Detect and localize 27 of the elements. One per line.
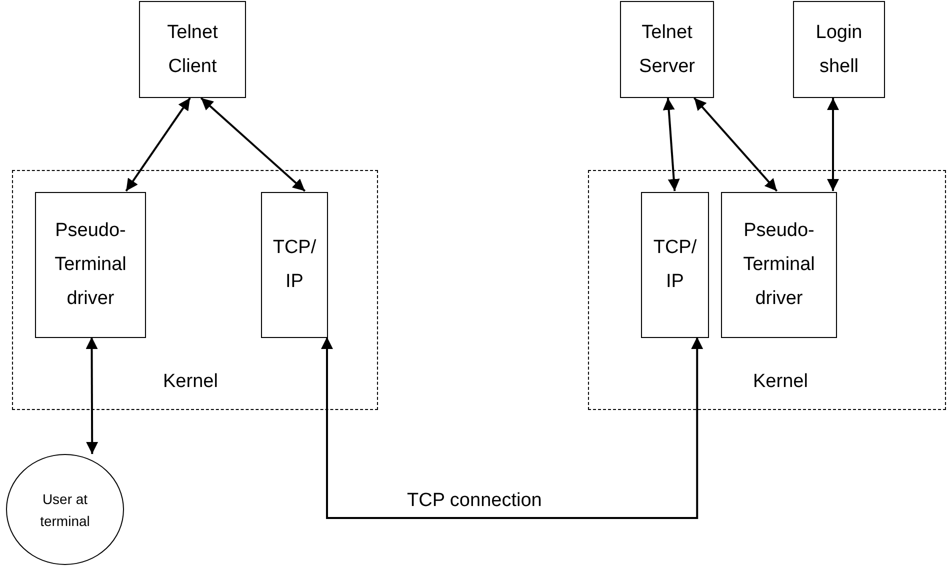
- arrow: [662, 98, 680, 192]
- arrow: [125, 97, 191, 192]
- process-box: [35, 192, 146, 338]
- arrow: [200, 97, 306, 192]
- region-label: Kernel: [753, 371, 808, 393]
- arrow: [827, 98, 840, 191]
- process-box: [261, 192, 328, 338]
- arrow: [694, 97, 778, 192]
- node-label: Login shell: [814, 20, 864, 78]
- arrow: [86, 337, 98, 454]
- process-box: [721, 192, 837, 338]
- arrow: [321, 337, 704, 519]
- kernel-dashed-region: [12, 170, 378, 410]
- node-label: Telnet Server: [638, 20, 696, 78]
- region-label: Kernel: [163, 371, 218, 393]
- process-box: [139, 1, 246, 98]
- node-label: Pseudo-Terminal driver: [54, 219, 128, 311]
- process-box: [793, 1, 885, 98]
- kernel-dashed-region: [588, 170, 946, 410]
- node-label: Pseudo-Terminal driver: [742, 219, 816, 311]
- node-label: TCP/ IP: [652, 236, 698, 294]
- process-box: [620, 1, 714, 98]
- node-label: Telnet Client: [166, 20, 219, 78]
- node-label: User at terminal: [39, 490, 91, 530]
- user-ellipse: [6, 454, 124, 565]
- node-label: TCP/ IP: [272, 236, 318, 294]
- process-box: [641, 192, 709, 338]
